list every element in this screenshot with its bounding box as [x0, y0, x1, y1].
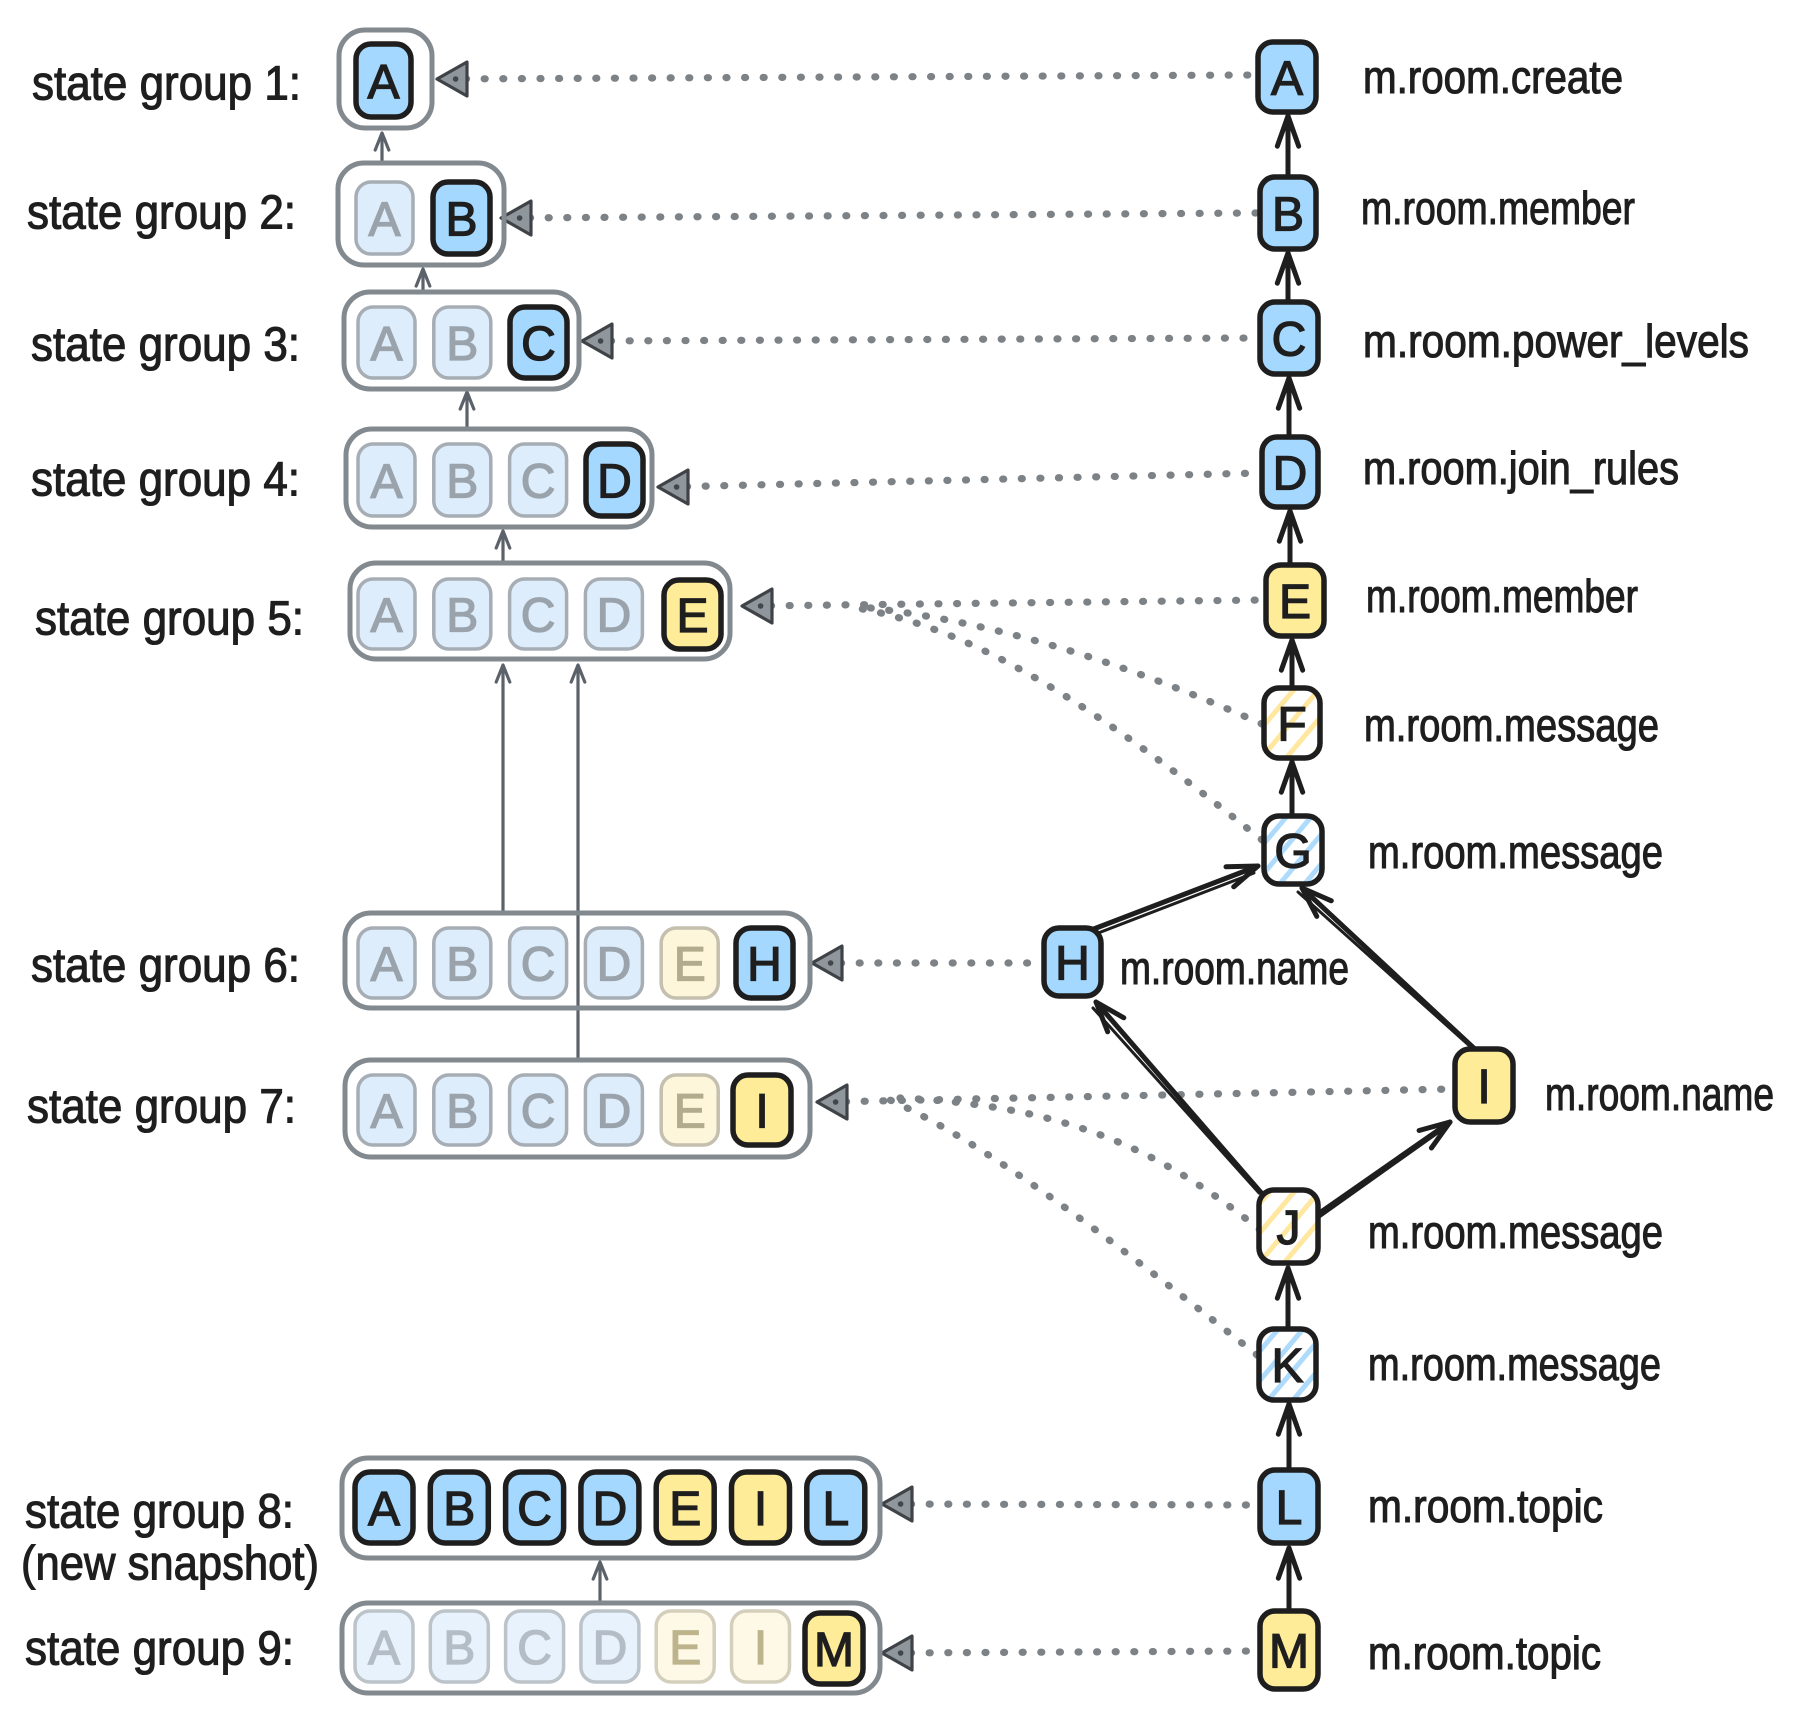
- svg-text:state group 1:: state group 1:: [32, 58, 301, 111]
- svg-text:H: H: [1055, 938, 1090, 991]
- svg-text:m.room.name: m.room.name: [1545, 1068, 1774, 1120]
- svg-text:C: C: [517, 1622, 552, 1675]
- svg-text:A: A: [368, 194, 400, 247]
- svg-text:B: B: [443, 1483, 475, 1536]
- svg-text:J: J: [1277, 1202, 1301, 1255]
- svg-text:(new snapshot): (new snapshot): [21, 1538, 319, 1591]
- svg-text:A: A: [370, 590, 402, 643]
- svg-text:M: M: [1269, 1626, 1309, 1679]
- svg-text:m.room.join_rules: m.room.join_rules: [1363, 442, 1679, 494]
- svg-text:I: I: [754, 1483, 767, 1536]
- svg-text:C: C: [521, 590, 556, 643]
- svg-text:A: A: [368, 1483, 400, 1536]
- svg-text:A: A: [370, 456, 402, 509]
- svg-text:state group 9:: state group 9:: [25, 1623, 294, 1676]
- svg-text:state group 2:: state group 2:: [27, 187, 296, 240]
- svg-text:m.room.message: m.room.message: [1364, 699, 1659, 751]
- svg-text:K: K: [1271, 1340, 1303, 1393]
- svg-text:F: F: [1277, 699, 1306, 752]
- svg-text:C: C: [521, 1086, 556, 1139]
- svg-text:E: E: [669, 1622, 701, 1675]
- svg-text:D: D: [597, 590, 632, 643]
- svg-text:G: G: [1274, 826, 1311, 879]
- svg-text:m.room.message: m.room.message: [1368, 1338, 1661, 1390]
- svg-text:L: L: [822, 1483, 849, 1536]
- svg-text:A: A: [370, 318, 402, 371]
- svg-text:A: A: [370, 939, 402, 992]
- svg-text:state group 4:: state group 4:: [31, 454, 300, 507]
- svg-text:C: C: [521, 318, 556, 371]
- svg-text:D: D: [597, 456, 632, 509]
- svg-text:E: E: [676, 590, 708, 643]
- svg-text:m.room.name: m.room.name: [1120, 942, 1349, 994]
- svg-text:m.room.member: m.room.member: [1361, 182, 1635, 234]
- svg-text:A: A: [367, 56, 399, 109]
- svg-text:B: B: [446, 590, 478, 643]
- svg-text:D: D: [597, 939, 632, 992]
- svg-text:E: E: [1279, 576, 1311, 629]
- svg-text:B: B: [445, 194, 477, 247]
- svg-text:m.room.message: m.room.message: [1368, 826, 1663, 878]
- svg-text:A: A: [370, 1086, 402, 1139]
- svg-text:I: I: [754, 1622, 767, 1675]
- svg-text:M: M: [814, 1624, 854, 1677]
- svg-text:A: A: [368, 1622, 400, 1675]
- svg-text:B: B: [446, 318, 478, 371]
- svg-text:state group 7:: state group 7:: [27, 1081, 296, 1134]
- svg-text:m.room.message: m.room.message: [1368, 1206, 1663, 1258]
- svg-text:m.room.power_levels: m.room.power_levels: [1363, 315, 1749, 367]
- svg-text:H: H: [747, 939, 782, 992]
- svg-text:m.room.topic: m.room.topic: [1368, 1627, 1601, 1679]
- svg-text:D: D: [593, 1622, 628, 1675]
- svg-text:state group 8:: state group 8:: [25, 1486, 294, 1539]
- svg-text:E: E: [669, 1483, 701, 1536]
- svg-text:E: E: [674, 939, 706, 992]
- svg-text:B: B: [446, 456, 478, 509]
- svg-text:B: B: [443, 1622, 475, 1675]
- svg-text:C: C: [521, 456, 556, 509]
- svg-text:B: B: [446, 939, 478, 992]
- svg-text:state group 5:: state group 5:: [35, 593, 304, 646]
- svg-text:D: D: [1273, 448, 1308, 501]
- svg-text:A: A: [1271, 53, 1303, 106]
- svg-text:state group 3:: state group 3:: [31, 319, 300, 372]
- svg-text:state group 6:: state group 6:: [31, 940, 300, 993]
- svg-text:L: L: [1276, 1482, 1303, 1535]
- svg-text:E: E: [674, 1086, 706, 1139]
- svg-text:D: D: [593, 1483, 628, 1536]
- svg-text:m.room.member: m.room.member: [1366, 570, 1638, 622]
- svg-text:C: C: [521, 939, 556, 992]
- svg-text:m.room.topic: m.room.topic: [1368, 1480, 1603, 1532]
- svg-text:C: C: [1272, 314, 1307, 367]
- svg-text:C: C: [517, 1483, 552, 1536]
- svg-text:I: I: [755, 1086, 768, 1139]
- svg-text:I: I: [1477, 1061, 1490, 1114]
- svg-text:B: B: [1272, 189, 1304, 242]
- svg-text:D: D: [597, 1086, 632, 1139]
- svg-text:B: B: [446, 1086, 478, 1139]
- svg-text:m.room.create: m.room.create: [1363, 51, 1623, 103]
